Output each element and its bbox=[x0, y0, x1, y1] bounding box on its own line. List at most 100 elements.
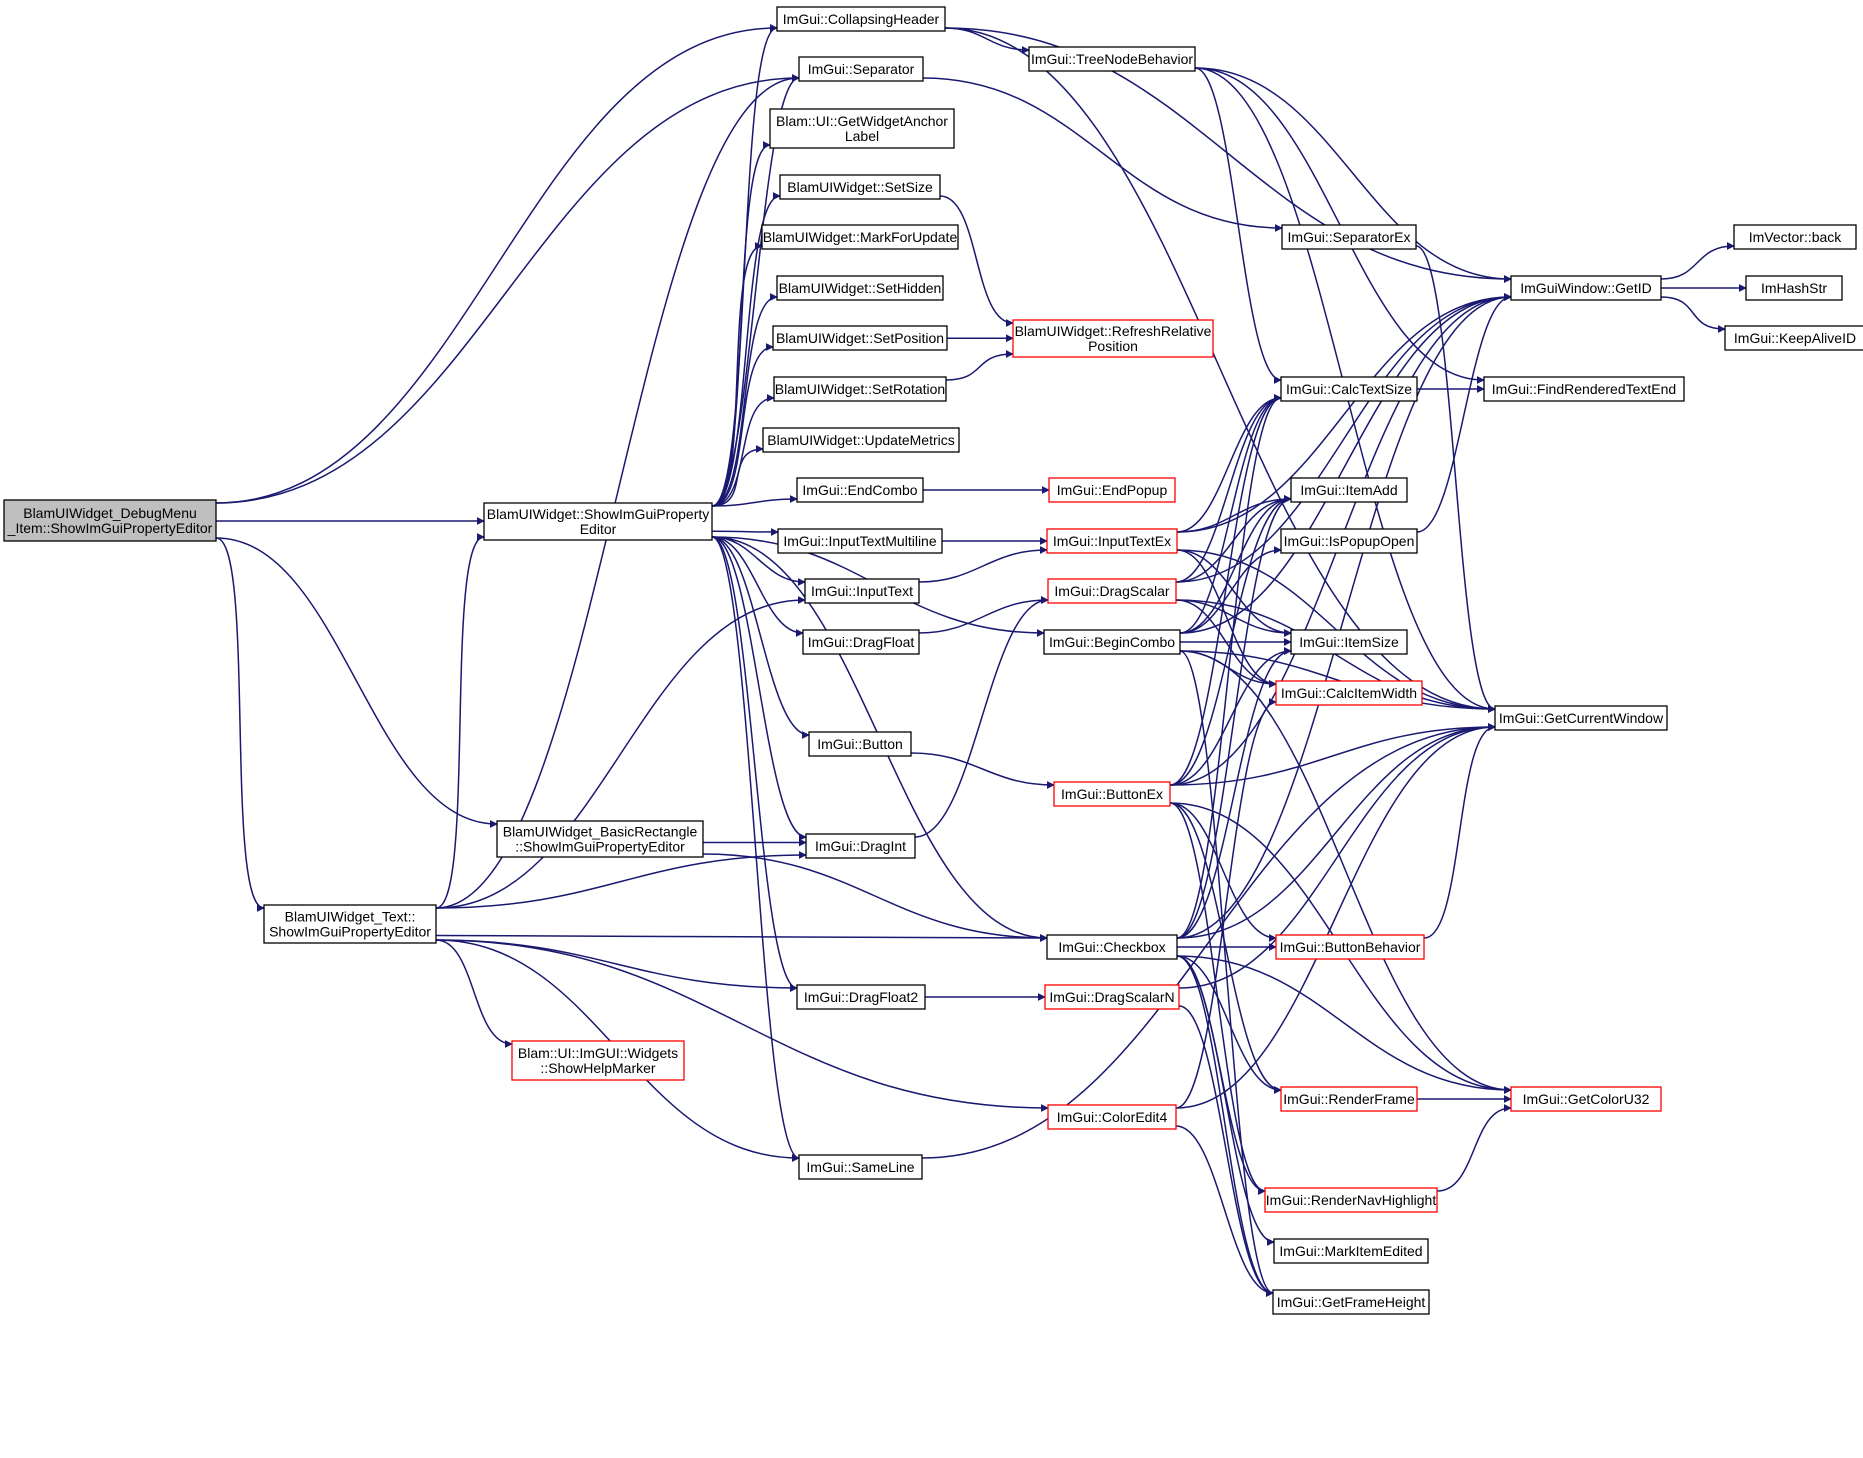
node-vecback[interactable]: ImVector::back bbox=[1733, 224, 1857, 250]
node-buttonbehavior[interactable]: ImGui::ButtonBehavior bbox=[1275, 934, 1425, 960]
edge-path bbox=[1423, 723, 1496, 939]
node-coloredit4[interactable]: ImGui::ColorEdit4 bbox=[1047, 1104, 1177, 1130]
edge-text-to-checkbox bbox=[435, 933, 1048, 942]
node-label: BlamUIWidget_Text:: bbox=[285, 909, 416, 925]
edge-path bbox=[1194, 67, 1282, 384]
edge-spe-to-setrot bbox=[711, 394, 775, 507]
edge-path bbox=[1194, 67, 1485, 384]
edge-inputtextex-to-calctextsize bbox=[1176, 394, 1282, 533]
node-inputtextex[interactable]: ImGui::InputTextEx bbox=[1046, 528, 1178, 554]
node-label: Blam::UI::ImGUI::Widgets bbox=[518, 1045, 678, 1061]
edge-samelinne-to-curwindow bbox=[921, 723, 1496, 1159]
node-coloru32[interactable]: ImGui::GetColorU32 bbox=[1510, 1086, 1662, 1112]
edge-path bbox=[711, 394, 775, 507]
node-box bbox=[802, 629, 920, 655]
node-label: BlamUIWidget::SetSize bbox=[787, 179, 933, 195]
edge-path bbox=[1169, 495, 1292, 786]
edge-path bbox=[435, 933, 1048, 942]
node-renderframe[interactable]: ImGui::RenderFrame bbox=[1280, 1086, 1418, 1112]
node-label: ImGui::ColorEdit4 bbox=[1057, 1109, 1168, 1125]
edge-path bbox=[939, 195, 1014, 327]
node-curwindow[interactable]: ImGui::GetCurrentWindow bbox=[1494, 705, 1668, 731]
edge-treenode-to-calctextsize bbox=[1194, 67, 1282, 384]
node-box bbox=[1043, 629, 1181, 655]
node-label: ImGui::ItemAdd bbox=[1300, 482, 1397, 498]
node-markedited[interactable]: ImGui::MarkItemEdited bbox=[1273, 1238, 1429, 1264]
node-inputtext[interactable]: ImGui::InputText bbox=[804, 578, 920, 604]
edge-checkbox-to-itemadd bbox=[1176, 495, 1292, 939]
node-rendernav[interactable]: ImGui::RenderNavHighlight bbox=[1264, 1187, 1438, 1213]
node-setpos[interactable]: BlamUIWidget::SetPosition bbox=[772, 325, 948, 351]
node-box bbox=[1510, 1086, 1662, 1112]
node-dragscalarn[interactable]: ImGui::DragScalarN bbox=[1044, 984, 1180, 1010]
edge-path bbox=[215, 537, 265, 912]
node-label: ImGui::DragFloat bbox=[808, 634, 915, 650]
node-label: ImHashStr bbox=[1761, 280, 1827, 296]
node-findrendered[interactable]: ImGui::FindRenderedTextEnd bbox=[1483, 376, 1685, 402]
node-checkbox[interactable]: ImGui::Checkbox bbox=[1046, 934, 1178, 960]
edge-path bbox=[1179, 546, 1282, 634]
node-box bbox=[1047, 578, 1177, 604]
node-sethidden[interactable]: BlamUIWidget::SetHidden bbox=[776, 275, 944, 301]
node-setrot[interactable]: BlamUIWidget::SetRotation bbox=[773, 376, 947, 402]
node-root[interactable]: BlamUIWidget_DebugMenu_Item::ShowImGuiPr… bbox=[3, 499, 217, 542]
edge-begincombo-to-coloru32 bbox=[1179, 650, 1512, 1094]
node-endcombo[interactable]: ImGui::EndCombo bbox=[796, 477, 924, 503]
node-dragscalar[interactable]: ImGui::DragScalar bbox=[1047, 578, 1177, 604]
node-calcitemwidth[interactable]: ImGui::CalcItemWidth bbox=[1275, 680, 1423, 706]
edge-treenode-to-getid bbox=[1194, 67, 1512, 283]
node-setsize[interactable]: BlamUIWidget::SetSize bbox=[779, 174, 941, 200]
node-ispopupopen[interactable]: ImGui::IsPopupOpen bbox=[1280, 528, 1418, 554]
node-box bbox=[796, 477, 924, 503]
node-label: ImGui::BeginCombo bbox=[1049, 634, 1175, 650]
node-markupdate[interactable]: BlamUIWidget::MarkForUpdate bbox=[761, 224, 959, 250]
node-dragfloat[interactable]: ImGui::DragFloat bbox=[802, 629, 920, 655]
node-treenode[interactable]: ImGui::TreeNodeBehavior bbox=[1028, 46, 1196, 72]
node-label: Label bbox=[845, 128, 879, 144]
node-separatorex[interactable]: ImGui::SeparatorEx bbox=[1281, 224, 1417, 250]
node-hashstr[interactable]: ImHashStr bbox=[1745, 275, 1843, 301]
node-separator[interactable]: ImGui::Separator bbox=[798, 56, 924, 82]
node-label: ImGui::EndPopup bbox=[1057, 482, 1168, 498]
node-samelinne[interactable]: ImGui::SameLine bbox=[798, 1154, 923, 1180]
edge-buttonex-to-calctextsize bbox=[1169, 394, 1282, 786]
node-buttonex[interactable]: ImGui::ButtonEx bbox=[1053, 781, 1171, 807]
node-collapsing[interactable]: ImGui::CollapsingHeader bbox=[776, 6, 946, 32]
node-spe[interactable]: BlamUIWidget::ShowImGuiPropertyEditor bbox=[483, 502, 713, 541]
edge-path bbox=[1179, 495, 1292, 634]
edge-path bbox=[435, 74, 800, 909]
edge-dragint-to-dragscalar bbox=[914, 596, 1049, 838]
node-endpopup[interactable]: ImGui::EndPopup bbox=[1048, 477, 1176, 503]
node-label: ImGui::CalcItemWidth bbox=[1281, 685, 1417, 701]
node-itml[interactable]: ImGui::InputTextMultiline bbox=[777, 528, 943, 554]
node-button[interactable]: ImGui::Button bbox=[808, 731, 912, 757]
node-rect[interactable]: BlamUIWidget_BasicRectangle::ShowImGuiPr… bbox=[496, 820, 704, 858]
edge-spe-to-markupdate bbox=[711, 242, 763, 507]
node-label: ImGui::Button bbox=[817, 736, 903, 752]
node-updmetrics[interactable]: BlamUIWidget::UpdateMetrics bbox=[762, 427, 960, 453]
node-box bbox=[1280, 1086, 1418, 1112]
node-getid[interactable]: ImGuiWindow::GetID bbox=[1510, 275, 1662, 301]
node-itemsize[interactable]: ImGui::ItemSize bbox=[1290, 629, 1408, 655]
node-frameheight[interactable]: ImGui::GetFrameHeight bbox=[1272, 1289, 1430, 1315]
node-helpmarker[interactable]: Blam::UI::ImGUI::Widgets::ShowHelpMarker bbox=[511, 1040, 685, 1081]
edge-text-to-coloredit4 bbox=[435, 939, 1049, 1112]
node-dragint[interactable]: ImGui::DragInt bbox=[805, 833, 916, 859]
edge-path bbox=[1176, 955, 1282, 1094]
edge-path bbox=[711, 343, 774, 507]
edges-layer bbox=[215, 24, 1747, 1297]
node-text[interactable]: BlamUIWidget_Text::ShowImGuiPropertyEdit… bbox=[263, 904, 437, 944]
node-label: ImGui::RenderNavHighlight bbox=[1266, 1192, 1437, 1208]
node-label: _Item::ShowImGuiPropertyEditor bbox=[7, 520, 213, 536]
node-keepalive[interactable]: ImGui::KeepAliveID bbox=[1724, 325, 1863, 351]
node-box bbox=[1272, 1289, 1430, 1315]
edge-path bbox=[1169, 802, 1277, 942]
node-dragfloat2[interactable]: ImGui::DragFloat2 bbox=[796, 984, 926, 1010]
node-begincombo[interactable]: ImGui::BeginCombo bbox=[1043, 629, 1181, 655]
node-box bbox=[1264, 1187, 1438, 1213]
nodes-layer: BlamUIWidget_DebugMenu_Item::ShowImGuiPr… bbox=[3, 6, 1863, 1315]
node-calctextsize[interactable]: ImGui::CalcTextSize bbox=[1280, 376, 1418, 402]
node-itemadd[interactable]: ImGui::ItemAdd bbox=[1290, 477, 1408, 503]
